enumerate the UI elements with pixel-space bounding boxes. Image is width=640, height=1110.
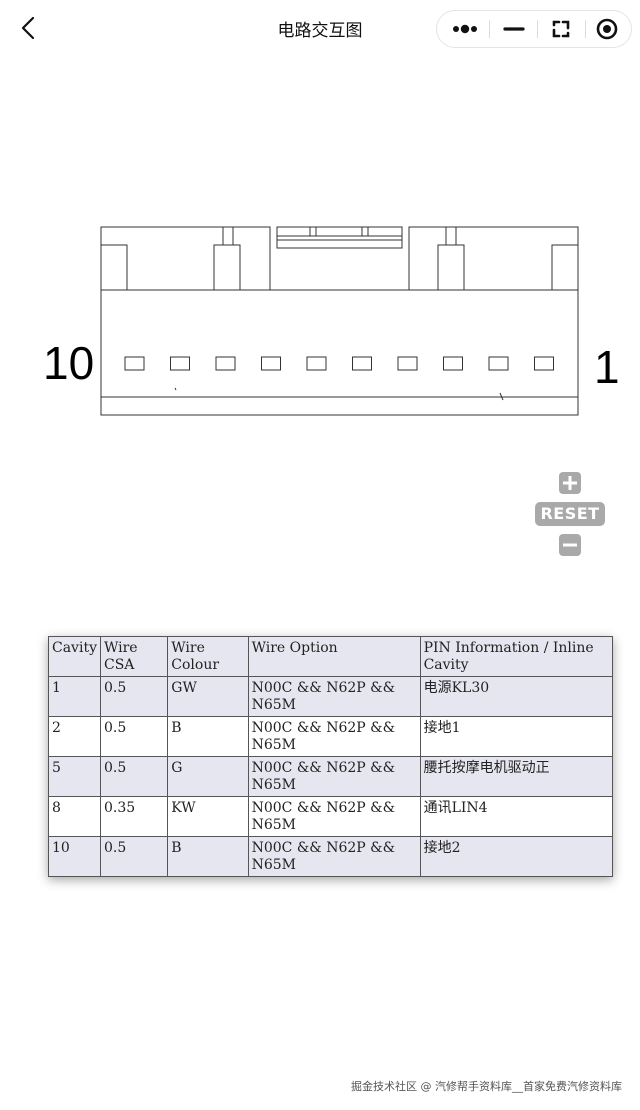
table-row[interactable]: 1 0.5 GW N00C && N62P && N65M 电源KL30 [48, 676, 614, 717]
cell-cavity: 10 [48, 836, 101, 877]
cavity-row [124, 356, 554, 371]
connector-diagram[interactable]: 10 1 [0, 0, 640, 460]
pin-label-right: 1 [594, 341, 620, 393]
cell-wire-csa: 0.35 [99, 796, 169, 837]
more-button[interactable] [441, 11, 489, 47]
cavity-8[interactable] [215, 356, 236, 371]
back-button[interactable] [14, 12, 46, 44]
pin-label-left: 10 [43, 337, 95, 389]
cell-cavity: 2 [48, 716, 101, 757]
cavity-10[interactable] [124, 356, 145, 371]
cell-wire-option: N00C && N62P && N65M [247, 796, 421, 837]
header-wire-option: Wire Option [247, 636, 421, 677]
cavity-4[interactable] [397, 356, 418, 371]
cell-pin-information: 接地1 [419, 716, 614, 757]
table-row[interactable]: 5 0.5 G N00C && N62P && N65M 腰托按摩电机驱动正 [48, 756, 614, 797]
cavity-3[interactable] [443, 356, 463, 371]
header-cavity: Cavity [48, 636, 101, 677]
restore-icon [552, 20, 570, 38]
cell-cavity: 5 [48, 756, 101, 797]
cell-wire-colour: GW [167, 676, 249, 717]
cell-wire-csa: 0.5 [99, 716, 169, 757]
connector-drawing [100, 226, 579, 416]
close-target-icon [596, 18, 618, 40]
cell-pin-information: 电源KL30 [419, 676, 614, 717]
cell-wire-csa: 0.5 [99, 676, 169, 717]
plus-icon [559, 472, 581, 494]
cavity-5[interactable] [352, 356, 372, 371]
zoom-in-button[interactable] [559, 472, 581, 494]
minimize-icon [503, 27, 525, 31]
table-row[interactable]: 10 0.5 B N00C && N62P && N65M 接地2 [48, 836, 614, 877]
cell-pin-information: 接地2 [419, 836, 614, 877]
cavity-9[interactable] [170, 356, 190, 371]
cavity-1[interactable] [534, 356, 554, 371]
cell-cavity: 1 [48, 676, 101, 717]
close-button[interactable] [583, 11, 631, 47]
header-pin-information: PIN Information / Inline Cavity [419, 636, 614, 677]
cell-cavity: 8 [48, 796, 101, 837]
cell-wire-option: N00C && N62P && N65M [247, 676, 421, 717]
cell-pin-information: 通讯LIN4 [419, 796, 614, 837]
cell-wire-colour: KW [167, 796, 249, 837]
cell-wire-csa: 0.5 [99, 836, 169, 877]
cell-wire-option: N00C && N62P && N65M [247, 836, 421, 877]
reset-button[interactable]: RESET [535, 502, 605, 526]
cell-wire-colour: B [167, 716, 249, 757]
table-row[interactable]: 8 0.35 KW N00C && N62P && N65M 通讯LIN4 [48, 796, 614, 837]
more-dots-icon [453, 24, 477, 34]
cell-wire-option: N00C && N62P && N65M [247, 716, 421, 757]
pin-table: Cavity Wire CSA Wire Colour Wire Option … [48, 636, 614, 877]
cell-wire-option: N00C && N62P && N65M [247, 756, 421, 797]
cell-pin-information: 腰托按摩电机驱动正 [419, 756, 614, 797]
header-wire-csa: Wire CSA [99, 636, 169, 677]
cell-wire-csa: 0.5 [99, 756, 169, 797]
page-title: 电路交互图 [277, 21, 363, 41]
pin-table-container: Cavity Wire CSA Wire Colour Wire Option … [48, 636, 614, 877]
cell-wire-colour: B [167, 836, 249, 877]
minus-icon [559, 534, 581, 556]
table-header-row: Cavity Wire CSA Wire Colour Wire Option … [48, 636, 614, 677]
minimize-button[interactable] [490, 11, 538, 47]
cavity-7[interactable] [261, 356, 281, 371]
restore-button[interactable] [537, 11, 585, 47]
cavity-2[interactable] [488, 356, 509, 371]
watermark-text: 掘金技术社区 @ 汽修帮手资料库__首家免费汽修资料库 [351, 1080, 622, 1093]
header-wire-colour: Wire Colour [167, 636, 249, 677]
top-bar: 电路交互图 [0, 0, 640, 56]
zoom-out-button[interactable] [559, 534, 581, 556]
table-row[interactable]: 2 0.5 B N00C && N62P && N65M 接地1 [48, 716, 614, 757]
chevron-left-icon [21, 16, 35, 40]
cavity-6[interactable] [306, 356, 327, 371]
cell-wire-colour: G [167, 756, 249, 797]
capsule-menu [436, 10, 632, 48]
